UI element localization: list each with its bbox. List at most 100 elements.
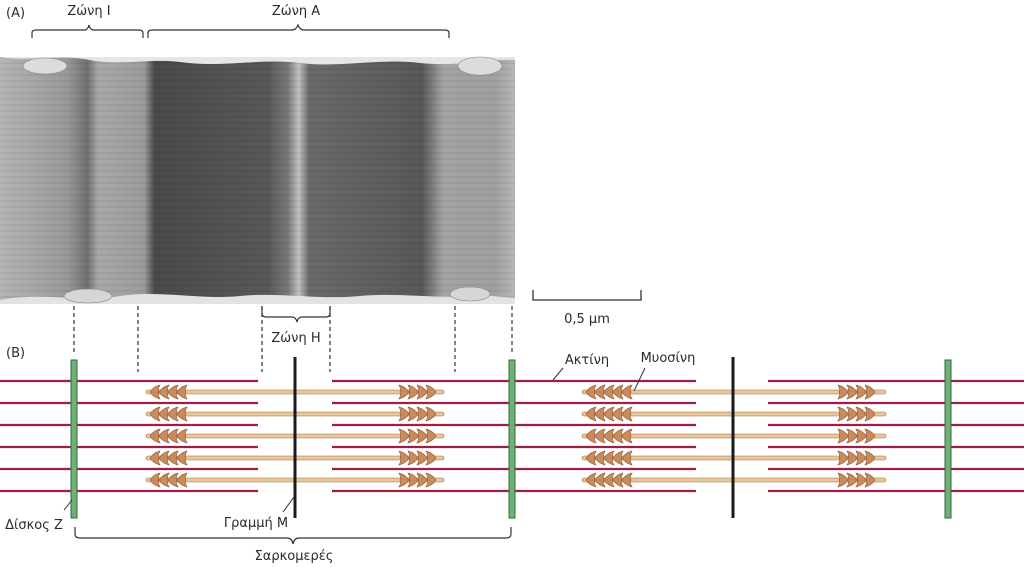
scale-bar [532, 290, 642, 301]
myosin-head-shape [846, 428, 858, 444]
myosin-head-shape [594, 384, 606, 400]
myosin-head-shape [585, 450, 597, 466]
myosin-head-shape [864, 472, 876, 488]
myosin-head [585, 406, 597, 422]
myosin-head-shape [864, 450, 876, 466]
m-line-label: Γραμμή M [224, 516, 288, 531]
myosin-head [621, 472, 633, 488]
myosin-head [855, 428, 867, 444]
myosin-head-shape [603, 406, 615, 422]
myosin-head-shape [158, 384, 170, 400]
panel-b-label: (B) [6, 346, 25, 361]
myosin-head-shape [149, 450, 161, 466]
myosin-head [612, 384, 624, 400]
zone-h-brace [261, 306, 331, 323]
myosin-head [416, 406, 428, 422]
myosin-head [158, 406, 170, 422]
myosin-head [864, 428, 876, 444]
m-line [731, 357, 735, 518]
myosin-head-shape [837, 450, 849, 466]
myosin-head [425, 428, 437, 444]
myosin-head [176, 450, 188, 466]
myosin-head [846, 472, 858, 488]
myosin-head-shape [176, 428, 188, 444]
myosin-head [864, 450, 876, 466]
myosin-head-shape [167, 384, 179, 400]
myosin-head-shape [612, 450, 624, 466]
myosin-head-shape [603, 384, 615, 400]
myosin-head [846, 384, 858, 400]
myosin-head-shape [176, 384, 188, 400]
myosin-head-shape [425, 384, 437, 400]
myosin-head-shape [612, 406, 624, 422]
myosin-head-shape [612, 384, 624, 400]
myosin-head [612, 406, 624, 422]
myosin-label: Μυοσίνη [641, 351, 696, 366]
myosin-head-shape [416, 384, 428, 400]
myosin-head [585, 384, 597, 400]
myosin-head-shape [594, 450, 606, 466]
scale-label: 0,5 μm [564, 312, 610, 327]
myosin-head-shape [398, 384, 410, 400]
myosin-head-shape [149, 384, 161, 400]
myosin-head [837, 384, 849, 400]
myosin-head [416, 472, 428, 488]
myosin-head-shape [176, 472, 188, 488]
zone-a-label: Ζώνη A [272, 4, 320, 19]
myosin-head [407, 406, 419, 422]
myosin-head-shape [621, 406, 633, 422]
panel-a-label: (A) [6, 6, 25, 21]
myosin-head-shape [158, 472, 170, 488]
myosin-head [149, 428, 161, 444]
myosin-head [837, 406, 849, 422]
myosin-head-shape [594, 472, 606, 488]
myosin-head-shape [149, 428, 161, 444]
myosin-head-shape [425, 406, 437, 422]
myosin-head [855, 450, 867, 466]
myosin-head [167, 384, 179, 400]
myosin-head [425, 450, 437, 466]
myosin-head-shape [407, 472, 419, 488]
myosin-head-shape [425, 472, 437, 488]
myosin-head [594, 450, 606, 466]
myosin-head-shape [176, 406, 188, 422]
myosin-head-shape [864, 428, 876, 444]
myosin-head-shape [603, 450, 615, 466]
myosin-head [603, 428, 615, 444]
myosin-head [837, 450, 849, 466]
myosin-head-shape [398, 428, 410, 444]
myosin-head-shape [585, 406, 597, 422]
myosin-head [837, 472, 849, 488]
myosin-head [149, 384, 161, 400]
myosin-head-shape [855, 472, 867, 488]
myosin-head-shape [425, 450, 437, 466]
m-line-leader [282, 496, 295, 513]
myosin-head-shape [398, 406, 410, 422]
myosin-head [603, 472, 615, 488]
myosin-head-shape [425, 428, 437, 444]
myosin-head-shape [416, 450, 428, 466]
myosin-head-shape [855, 428, 867, 444]
myosin-head-shape [846, 472, 858, 488]
z-disc [70, 359, 78, 519]
myosin-head-shape [167, 450, 179, 466]
zone-h-label: Ζώνη H [271, 331, 320, 346]
myosin-head [398, 428, 410, 444]
myosin-head [416, 428, 428, 444]
myosin-head [855, 384, 867, 400]
myosin-head [158, 450, 170, 466]
myosin-head [594, 384, 606, 400]
myosin-head [846, 428, 858, 444]
myosin-head-shape [603, 428, 615, 444]
myosin-head-shape [846, 384, 858, 400]
zone-i-label: Ζώνη I [67, 4, 110, 19]
myosin-head [425, 472, 437, 488]
myosin-head-shape [594, 428, 606, 444]
myosin-head [149, 450, 161, 466]
myosin-head [846, 450, 858, 466]
myosin-head-shape [398, 472, 410, 488]
z-disc-leader [63, 499, 73, 511]
myosin-head [855, 472, 867, 488]
myosin-head [864, 472, 876, 488]
z-disc [508, 359, 516, 519]
